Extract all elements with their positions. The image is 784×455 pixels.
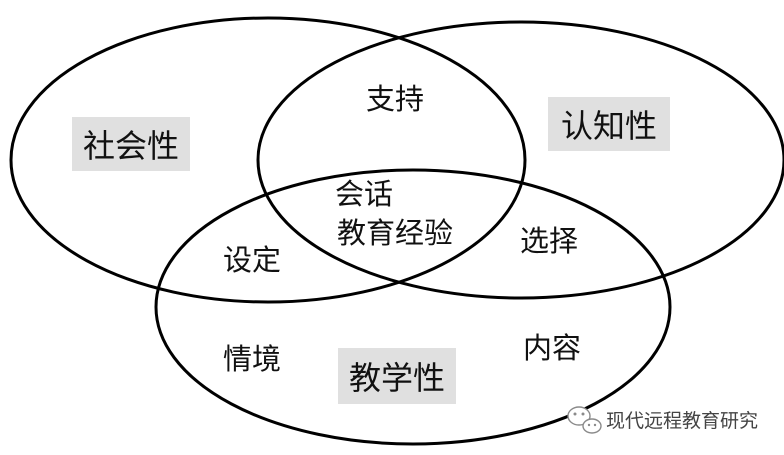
cognitive-circle — [256, 20, 784, 300]
overlap-label-support: 支持 — [366, 82, 424, 116]
item-label-content: 内容 — [523, 331, 581, 365]
social-circle — [9, 16, 527, 304]
teaching-label: 教学性 — [349, 359, 445, 397]
center-label-line1: 会话 — [335, 177, 393, 211]
cognitive-label: 认知性 — [561, 107, 657, 145]
social-label-box — [72, 117, 190, 171]
overlap-label-selection: 选择 — [520, 224, 578, 258]
overlap-label-setting: 设定 — [223, 243, 281, 277]
watermark-text: 现代远程教育研究 — [606, 410, 758, 432]
social-label: 社会性 — [83, 127, 179, 165]
teaching-circle — [154, 168, 672, 446]
teaching-label-box — [338, 348, 456, 404]
cognitive-label-box — [548, 97, 670, 151]
wechat-icon — [567, 406, 602, 434]
center-label-line2: 教育经验 — [337, 216, 453, 250]
item-label-situation: 情境 — [223, 342, 281, 376]
